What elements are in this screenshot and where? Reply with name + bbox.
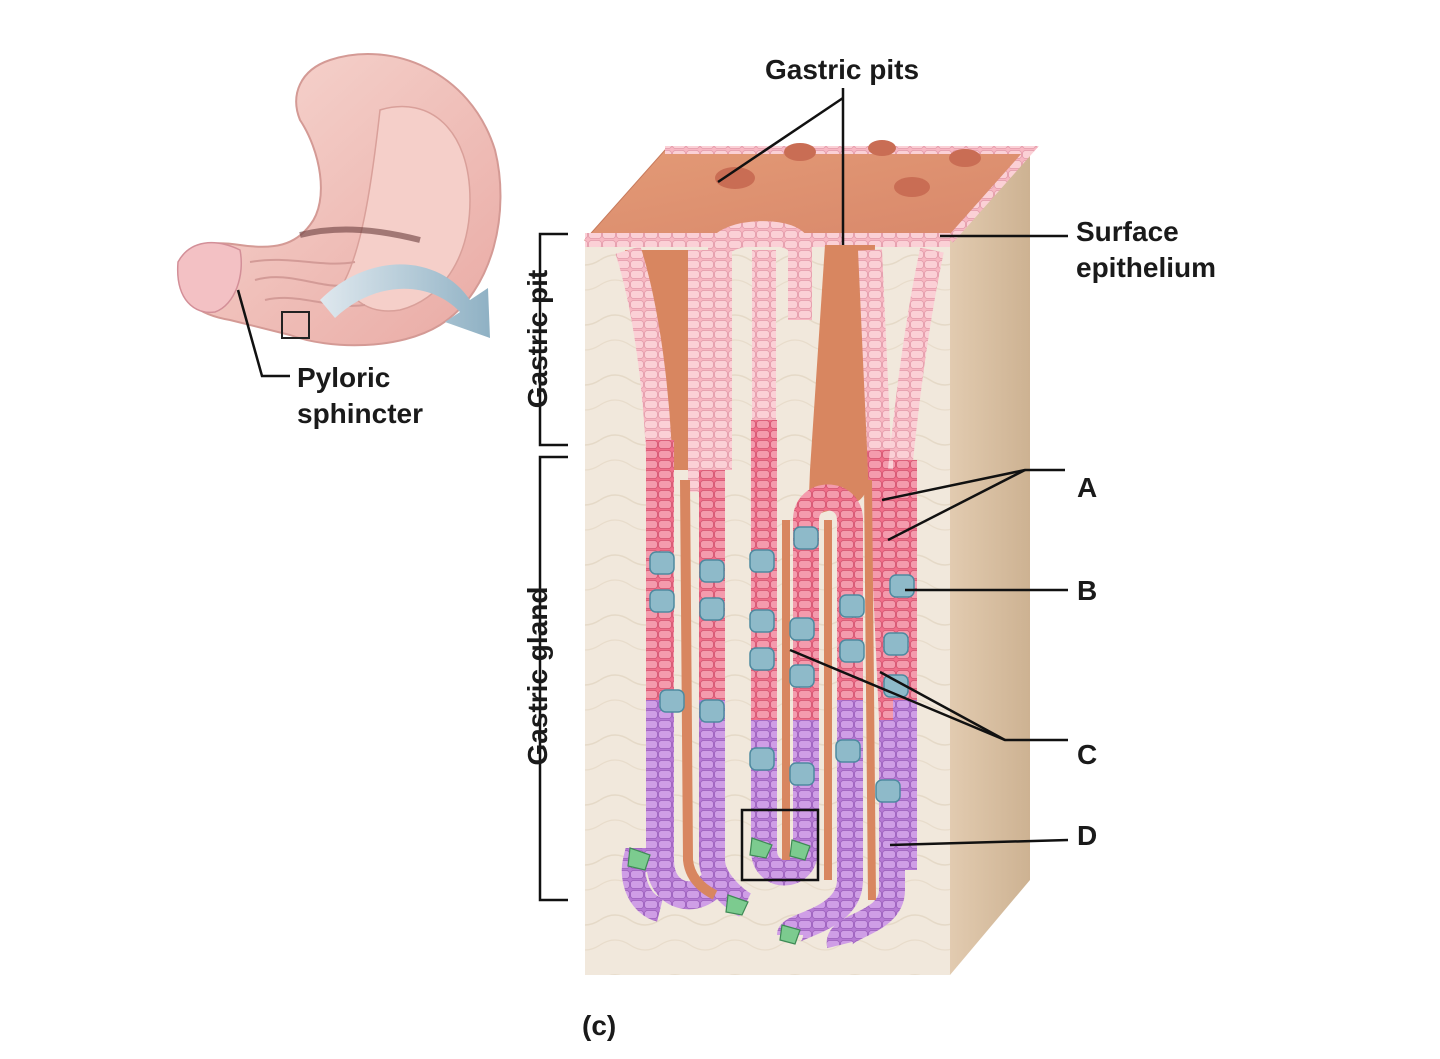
- gastric-gland-bracket: [538, 455, 568, 902]
- label-c: C: [1077, 739, 1098, 770]
- gastric-pits-label: Gastric pits: [765, 54, 920, 85]
- leader-lines: [717, 88, 1069, 847]
- label-a: A: [1077, 472, 1098, 503]
- inset-arrow: [320, 264, 490, 338]
- pyloric-sphincter-label-line1: Pyloric: [297, 362, 391, 393]
- surface-epithelium-label-line2: epithelium: [1076, 252, 1217, 283]
- surface-epithelium-label-line1: Surface: [1076, 216, 1179, 247]
- chief-cell-detail-box: [740, 808, 820, 882]
- label-d: D: [1077, 820, 1098, 851]
- pyloric-sphincter-label-line2: sphincter: [297, 398, 424, 429]
- gastric-pit-label: Gastric pit: [522, 269, 553, 409]
- panel-label: (c): [582, 1010, 617, 1041]
- pyloric-leader: [236, 289, 290, 378]
- enteroendocrine-cells: [627, 837, 811, 945]
- gastric-pit-bracket: [538, 232, 568, 447]
- label-b: B: [1077, 575, 1098, 606]
- gastric-gland-label: Gastric gland: [522, 586, 553, 766]
